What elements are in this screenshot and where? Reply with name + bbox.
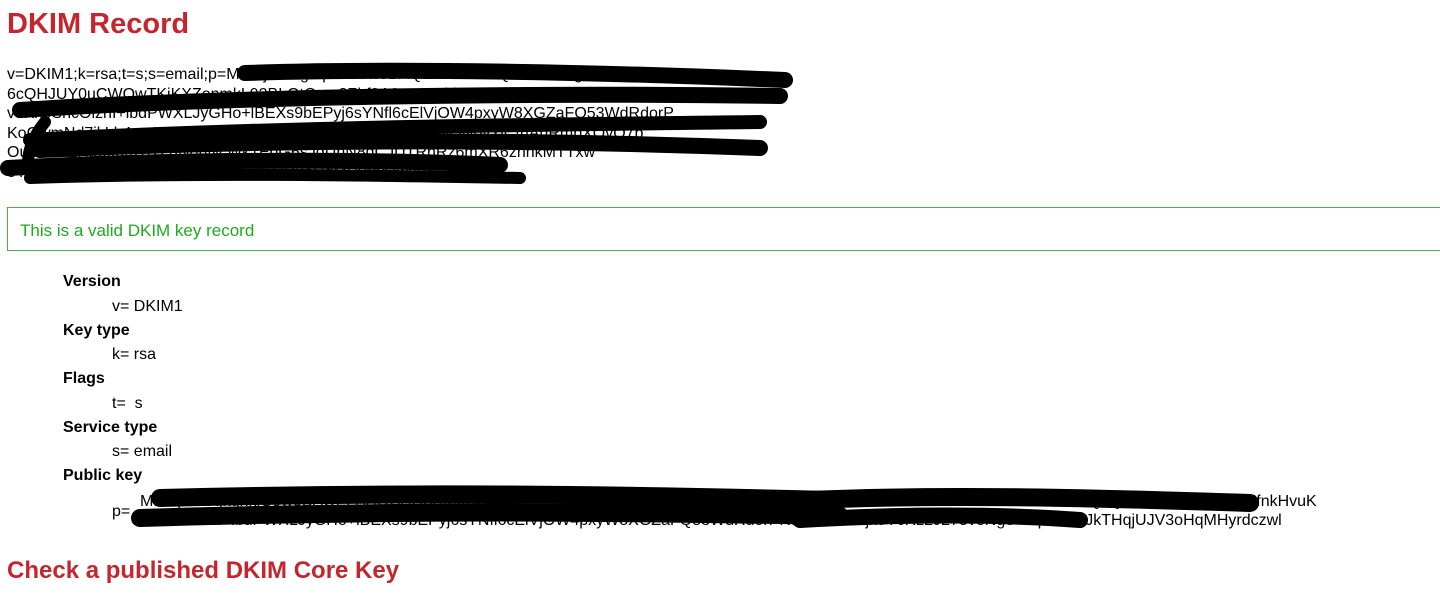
record-line: v=DKIM1;k=rsa;t=s;s=email;p=MIIBIjANBgkq… xyxy=(7,66,672,83)
field-label-flags: Flags xyxy=(63,370,105,387)
record-line: 5YcRz2J275veNg3+hqZfJO+JkTHqjUJV3oHqMHyr… xyxy=(7,163,433,181)
field-label-version: Version xyxy=(63,273,121,290)
field-value-flags: t= s xyxy=(112,394,143,412)
record-line: OuxhlXa2Rbb9gmTrzLqN8hNcWk1EdG6sJdUhN8dC… xyxy=(7,144,596,161)
section-title-check-published-key: Check a published DKIM Core Key xyxy=(7,557,400,584)
public-key-prefix: p= xyxy=(112,503,131,520)
field-label-public-key: Public key xyxy=(63,467,143,484)
record-fields: Version v= DKIM1 Key type k= rsa Flags t… xyxy=(63,272,183,491)
field-label-key-type: Key type xyxy=(63,321,130,339)
field-label-service-type: Service type xyxy=(63,418,158,436)
validation-message: This is a valid DKIM key record xyxy=(20,221,255,240)
field-value-version: v= DKIM1 xyxy=(112,297,183,315)
public-key-line: MIIBIjANBgkqhkiG9w0BAQEFAAOCAQ8AMIIBCgKC… xyxy=(140,493,1317,510)
field-value-key-type: k= rsa xyxy=(112,346,157,363)
record-line: vuKx0SncOlzhI+lbdPWXLJyGHo+lBEXs9bEPyj6s… xyxy=(7,105,674,122)
public-key-line: x0SncOlzhI+lbdPWXLJyGHo+lBEXs9bEPyj6sYNf… xyxy=(140,512,1282,529)
record-line: KoGwmNd7jkLb4vrt478ohp+0WbCg8KYiC07e76pv… xyxy=(7,124,644,142)
dkim-record-text: v=DKIM1;k=rsa;t=s;s=email;p=MIIBIjANBgkq… xyxy=(7,65,797,182)
field-value-service-type: s= email xyxy=(112,443,173,460)
page-title: DKIM Record xyxy=(7,8,190,40)
validation-status-box: This is a valid DKIM key record xyxy=(7,207,1440,251)
record-line: 6cQHJUY0uCWQwTKiKXZonmkL92BLOtOme8Zbf3A2… xyxy=(7,85,711,103)
